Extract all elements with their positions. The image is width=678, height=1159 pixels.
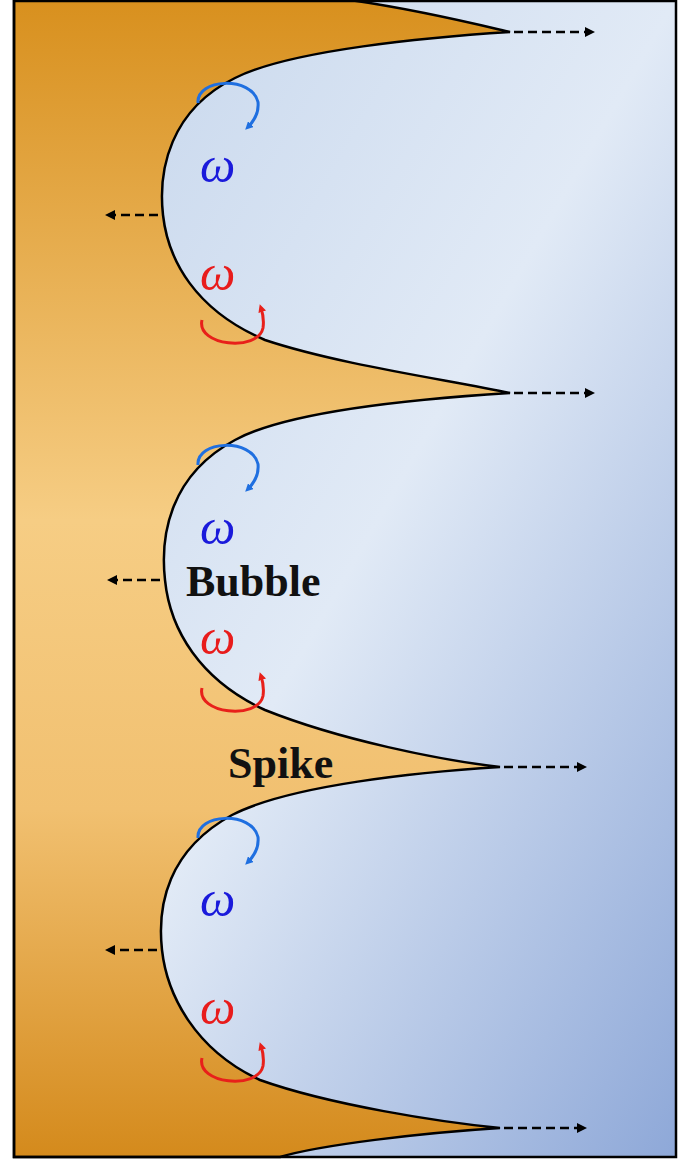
light-fluid — [14, 0, 676, 1157]
frame — [14, 1, 676, 1157]
growth-arrows — [110, 32, 590, 1128]
vorticity-symbol: ω — [200, 874, 235, 924]
vorticity-symbol: ω — [200, 502, 235, 552]
vorticity-symbol: ω — [200, 140, 235, 190]
vorticity-symbol: ω — [200, 982, 235, 1032]
spike-label: Spike — [228, 742, 333, 786]
heavy-fluid — [14, 0, 510, 1157]
bubble-label: Bubble — [186, 560, 321, 604]
vorticity-symbol: ω — [200, 612, 235, 662]
vorticity-symbol: ω — [200, 248, 235, 298]
